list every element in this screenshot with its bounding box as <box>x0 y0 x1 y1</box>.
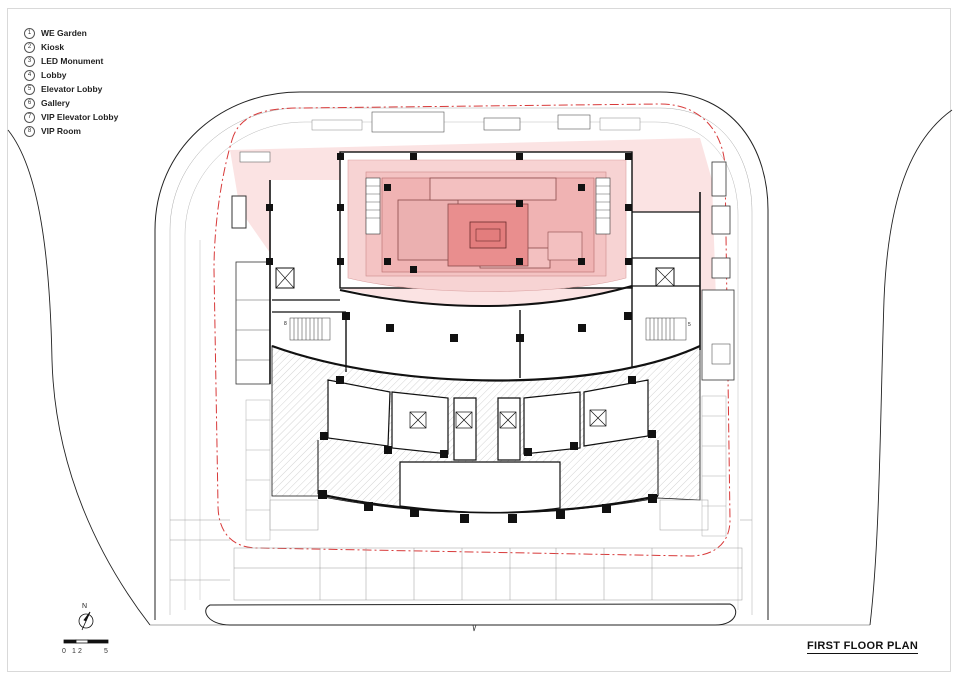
legend-label: Lobby <box>41 70 67 80</box>
legend-item: 1 WE Garden <box>24 26 118 40</box>
scale-tick-label: 0 <box>62 648 66 655</box>
column-grid <box>266 153 632 342</box>
core-elevators <box>409 409 607 429</box>
curved-wall <box>271 344 701 382</box>
plan-title: FIRST FLOOR PLAN <box>807 640 919 654</box>
site-curve-left <box>7 129 151 626</box>
side-landscape <box>245 395 727 541</box>
legend-number: 2 <box>24 41 35 53</box>
scale-bar <box>63 639 109 644</box>
legend-item: 7 VIP Elevator Lobby <box>24 110 118 124</box>
legend-item: 2 Kiosk <box>24 40 118 54</box>
kiosk-left <box>231 195 247 229</box>
legend-number: 6 <box>24 97 35 109</box>
legend-label: LED Monument <box>41 56 104 66</box>
southern-landscape <box>170 499 752 601</box>
legend-number: 8 <box>24 125 35 137</box>
legend-label: Elevator Lobby <box>41 84 103 94</box>
north-arrow-icon <box>78 611 94 631</box>
stair-tag-right: 5 <box>688 322 691 328</box>
legend-item: 3 LED Monument <box>24 54 118 68</box>
stair-tag-left: 8 <box>284 321 287 327</box>
legend-label: VIP Room <box>41 126 81 136</box>
legend-item: 6 Gallery <box>24 96 118 110</box>
site-curve-right <box>869 109 953 626</box>
drawing-frame <box>7 8 951 672</box>
lower-columns <box>318 376 657 523</box>
lobby-floor <box>270 180 700 377</box>
legend: 1 WE Garden 2 Kiosk 3 LED Monument 4 Lobby 5… <box>24 26 118 138</box>
legend-number: 5 <box>24 83 35 95</box>
legend-number: 4 <box>24 69 35 81</box>
building-outline <box>154 91 769 620</box>
scale-tick-label: 1 <box>72 648 76 655</box>
scale-tick-label: 2 <box>78 648 82 655</box>
legend-label: Gallery <box>41 98 70 108</box>
legend-item: 4 Lobby <box>24 68 118 82</box>
legend-label: WE Garden <box>41 28 87 38</box>
legend-number: 1 <box>24 27 35 39</box>
stair-right <box>645 317 687 341</box>
north-label: N <box>82 603 88 610</box>
stair-left <box>289 317 331 341</box>
legend-label: Kiosk <box>41 42 65 52</box>
legend-item: 5 Elevator Lobby <box>24 82 118 96</box>
scale-tick-label: 5 <box>104 648 108 655</box>
we-garden-boundary <box>213 103 731 557</box>
legend-number: 3 <box>24 55 35 67</box>
legend-item: 8 VIP Room <box>24 124 118 138</box>
legend-number: 7 <box>24 111 35 123</box>
legend-label: VIP Elevator Lobby <box>41 112 119 122</box>
